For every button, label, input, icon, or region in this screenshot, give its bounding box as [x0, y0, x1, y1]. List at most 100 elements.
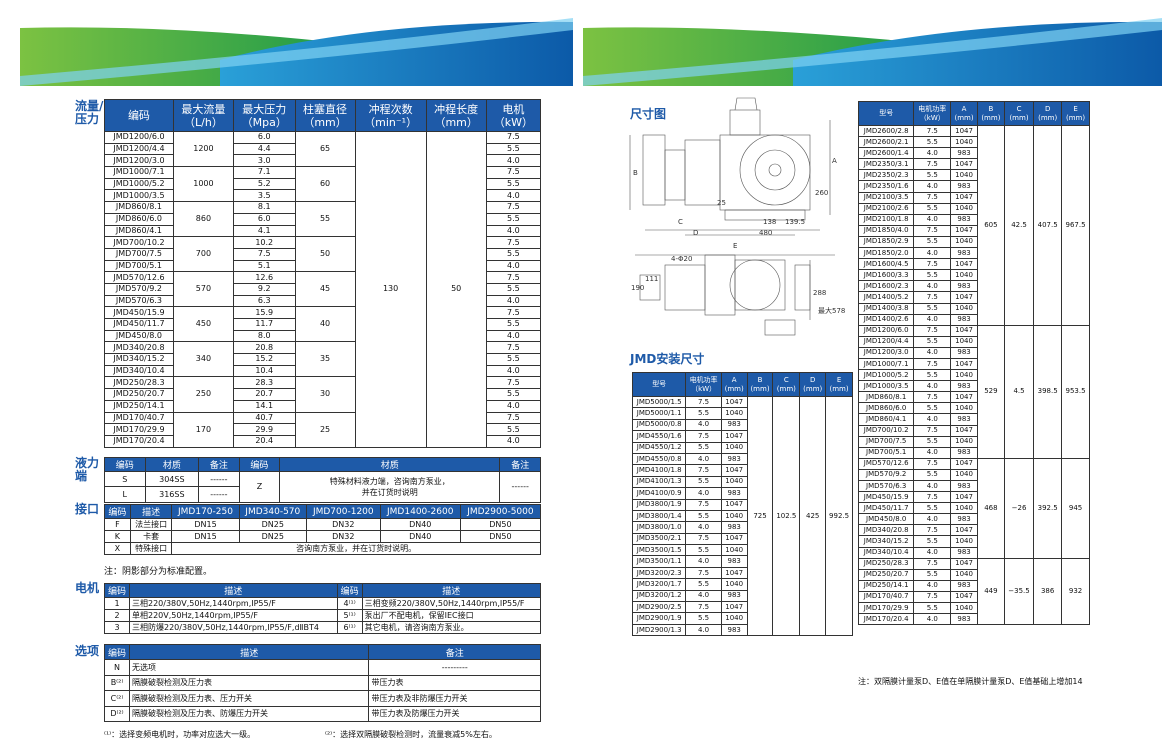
tl-cell: 7.5: [685, 464, 722, 477]
tr-group-cell: 967.5: [1061, 125, 1090, 326]
tr-cell: 1040: [950, 335, 978, 348]
diameter-cell: 50: [294, 236, 356, 273]
diameter-cell: 55: [294, 201, 356, 238]
model-cell: JMD340/15.2: [104, 353, 174, 366]
flow-pressure-table: 编码最大流量 （L/h）最大压力 （Mpa）柱塞直径 （mm）冲程次数 （min…: [104, 99, 542, 448]
tr-cell: 7.5: [913, 224, 952, 237]
power-cell: 5.5: [485, 282, 542, 296]
tr-cell: 5.5: [913, 235, 952, 249]
t4-cell: 三相防爆220/380V,50Hz,1440rpm,IP55/F,dⅡBT4: [129, 621, 338, 634]
tr-group-cell: 953.5: [1061, 324, 1090, 459]
power-cell: 4.0: [485, 399, 542, 413]
tl-cell: 1040: [720, 578, 748, 591]
t1-header: 最大压力 （Mpa）: [232, 99, 296, 132]
dim-25: 25: [717, 199, 726, 207]
t3-header: JMD170-250: [171, 504, 240, 519]
label-options: 选项: [75, 644, 100, 658]
tr-cell: 7.5: [913, 457, 952, 470]
power-cell: 5.5: [485, 212, 542, 226]
tr-cell: 1047: [950, 258, 978, 271]
tl-cell: JMD4550/1.2: [631, 441, 687, 454]
tr-cell: JMD1600/2.3: [857, 280, 915, 293]
flow-cell: 700: [172, 236, 234, 273]
model-cell: JMD250/20.7: [104, 388, 174, 401]
tr-cell: 5.5: [913, 136, 952, 149]
tr-cell: JMD450/15.9: [857, 491, 915, 504]
tl-group-cell: 725: [746, 395, 774, 637]
diameter-cell: 30: [294, 376, 356, 413]
tr-group-cell: 42.5: [1003, 125, 1035, 326]
dim-480: 480: [759, 229, 772, 237]
tr-cell: JMD340/15.2: [857, 535, 915, 548]
tr-header: B (mm): [976, 101, 1005, 126]
t4-cell: 单相220V,50Hz,1440rpm,IP55/F: [129, 609, 338, 622]
tr-cell: 7.5: [913, 258, 952, 271]
tl-cell: JMD2900/2.5: [631, 601, 687, 614]
flow-cell: 170: [172, 411, 234, 448]
tr-cell: JMD170/20.4: [857, 613, 915, 626]
tl-header: 电机功率 （kW）: [685, 372, 722, 397]
dim-111: 111: [645, 275, 658, 283]
tr-cell: 983: [950, 380, 978, 393]
model-cell: JMD450/11.7: [104, 318, 174, 331]
tr-cell: 983: [950, 413, 978, 426]
diameter-cell: 65: [294, 130, 356, 168]
tl-cell: 1040: [720, 441, 748, 454]
tr-cell: JMD860/8.1: [857, 391, 915, 404]
tr-cell: 983: [950, 546, 978, 559]
model-cell: JMD570/12.6: [104, 271, 174, 284]
tr-cell: 5.5: [913, 302, 952, 315]
tr-cell: 1040: [950, 136, 978, 149]
tr-cell: 5.5: [913, 335, 952, 348]
tl-cell: 4.0: [685, 418, 722, 432]
model-cell: JMD860/8.1: [104, 201, 174, 214]
banner-left: [20, 0, 573, 86]
tl-cell: 7.5: [685, 395, 722, 409]
pressure-cell: 6.0: [232, 131, 296, 144]
flow-cell: 860: [172, 201, 234, 238]
t5-cell: 带压力表: [368, 674, 541, 691]
t4-cell: 3: [104, 621, 130, 634]
tl-cell: JMD5000/1.5: [631, 395, 687, 409]
model-cell: JMD860/4.1: [104, 224, 174, 238]
t5-cell: 带压力表及防爆压力开关: [368, 705, 541, 722]
t3-cell: DN50: [459, 530, 542, 543]
pressure-cell: 20.7: [232, 388, 296, 401]
label-motor: 电机: [75, 581, 100, 595]
tr-cell: JMD570/12.6: [857, 457, 915, 470]
tr-cell: 1047: [950, 491, 978, 504]
model-cell: JMD1200/4.4: [104, 142, 174, 156]
pressure-cell: 4.4: [232, 142, 296, 156]
tr-cell: 4.0: [913, 513, 952, 526]
tr-cell: JMD860/4.1: [857, 413, 915, 426]
pressure-cell: 28.3: [232, 376, 296, 390]
tr-cell: JMD2100/2.6: [857, 202, 915, 215]
tr-header: 型号: [857, 101, 915, 126]
tl-cell: JMD3800/1.4: [631, 509, 687, 523]
model-cell: JMD1000/5.2: [104, 177, 174, 191]
tr-cell: JMD1000/3.5: [857, 380, 915, 393]
tl-cell: 5.5: [685, 475, 722, 489]
tl-cell: JMD2900/1.3: [631, 623, 687, 637]
tr-cell: 4.0: [913, 247, 952, 260]
tr-group-cell: 392.5: [1033, 457, 1063, 559]
tr-cell: JMD700/10.2: [857, 424, 915, 437]
tr-cell: JMD450/11.7: [857, 502, 915, 515]
tr-cell: 1040: [950, 568, 978, 581]
flow-cell: 1200: [172, 130, 234, 168]
tr-cell: 1047: [950, 524, 978, 537]
tr-cell: JMD2600/2.1: [857, 136, 915, 149]
tr-cell: 1040: [950, 302, 978, 315]
power-cell: 5.5: [485, 353, 542, 366]
power-cell: 4.0: [485, 364, 542, 378]
tr-cell: 7.5: [913, 191, 952, 204]
